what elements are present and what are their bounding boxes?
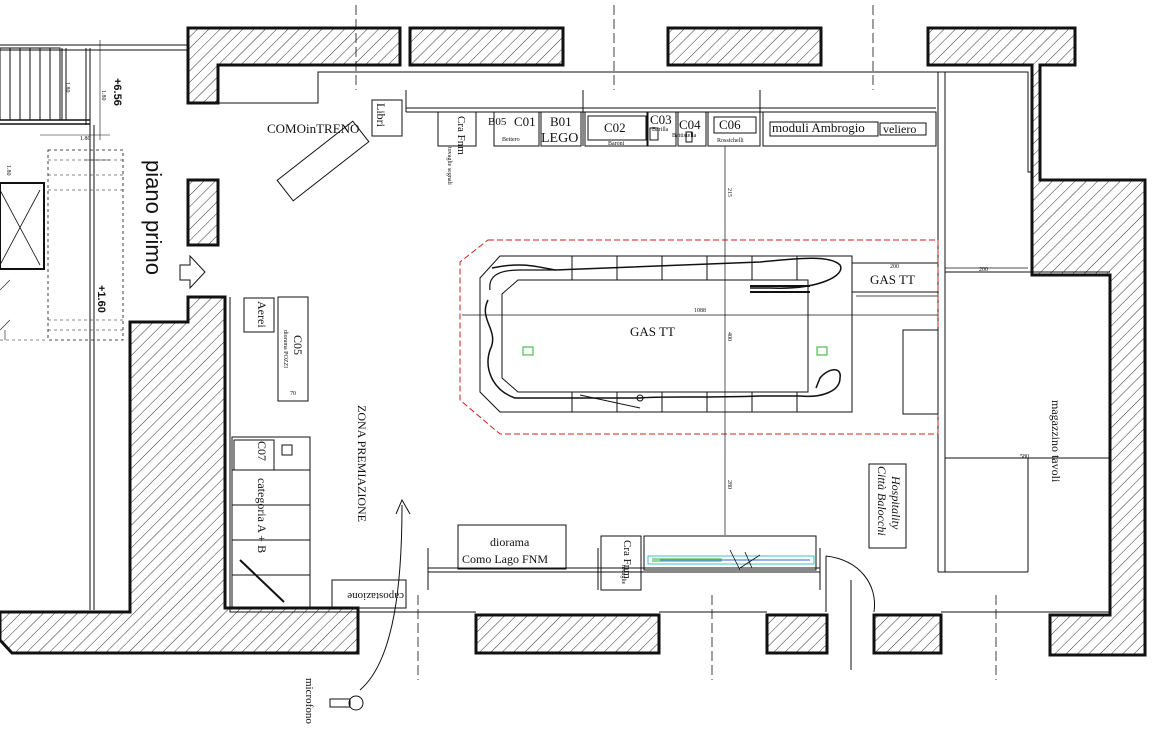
stand-b01-label: B01 xyxy=(550,114,572,129)
stand-c03-note: Barilla xyxy=(652,127,669,133)
stand-comointreno-table xyxy=(276,120,370,202)
stand-c07-label: C07 xyxy=(255,441,269,461)
stair-dim-c: 1.80 xyxy=(80,136,91,142)
dim-mag-top: 200 xyxy=(979,267,988,273)
hospitality-line1: Hospitality xyxy=(889,475,903,530)
marker-green-left xyxy=(522,346,534,356)
stand-cra-top-note: tovaglie segnali xyxy=(446,147,452,185)
magazzino-label: magazzino tavoli xyxy=(1049,400,1063,483)
dimension-lines xyxy=(462,146,1028,535)
stand-c06-note: Rossichelli xyxy=(717,138,744,144)
gas-tt-main-label: GAS TT xyxy=(630,324,675,339)
gas-tt-area-outline xyxy=(459,239,939,435)
stand-c03-label: C03 xyxy=(650,112,672,127)
stair-dim-a: 1.80 xyxy=(100,90,106,101)
stand-c06-label: C06 xyxy=(719,117,741,132)
stand-b05-note: Bettero xyxy=(502,137,520,143)
diorama-line1: diorama xyxy=(490,535,530,549)
zona-premiazione-label: ZONA PREMIAZIONE xyxy=(355,405,369,522)
stand-c02-label: C02 xyxy=(604,120,626,135)
stand-moduli-ambrogio-label: moduli Ambrogio xyxy=(772,120,865,135)
entrance-arrow-icon xyxy=(179,254,206,290)
stand-aerei-label: Aerei xyxy=(255,301,269,328)
arc-arrow-icon xyxy=(395,498,411,515)
gas-tt-layout xyxy=(479,255,939,415)
stand-cra-bottom-note: tovaglie xyxy=(620,565,626,585)
walls xyxy=(0,26,1147,657)
stand-veliero-label: veliero xyxy=(883,122,916,136)
stair-dim-b: 1.80 xyxy=(64,82,70,93)
microphone-icon xyxy=(329,695,364,711)
floor-title: piano primo xyxy=(141,160,166,275)
elevation-top-label: +6.56 xyxy=(111,78,123,106)
dim-layout-width: 1088 xyxy=(694,308,706,314)
stand-cra-top-label: Cra Fnm xyxy=(455,116,467,155)
dim-mag-mid: 580 xyxy=(1020,454,1029,460)
microfono-label: microfono xyxy=(303,678,315,724)
dim-vert-upper: 215 xyxy=(726,188,732,197)
stand-categoria-label: categoria A + B xyxy=(255,478,269,553)
elevation-side-label: +1.60 xyxy=(95,285,107,313)
stand-b05-label: B05 xyxy=(488,116,507,128)
staircase xyxy=(0,40,190,610)
diorama-line2: Como Lago FNM xyxy=(462,552,548,566)
dim-gas-side: 200 xyxy=(890,264,899,270)
stand-b01-sub: LEGO xyxy=(541,131,578,146)
gas-tt-side-label: GAS TT xyxy=(870,272,915,287)
stand-comointreno-label: COMOinTRENO xyxy=(267,121,359,136)
dim-vert-mid: 400 xyxy=(726,332,732,341)
room-outline xyxy=(218,71,1110,613)
stand-libri-label: Libri xyxy=(374,103,388,128)
stand-c02-note: Baroni xyxy=(608,141,625,147)
stand-c01-label: C01 xyxy=(514,114,536,129)
model-diorama xyxy=(647,549,815,571)
top-stands xyxy=(371,90,937,147)
stand-capostazione-label: capostazione xyxy=(347,590,404,602)
stair-dim-d: 1.80 xyxy=(5,165,11,176)
left-stands xyxy=(231,296,407,609)
dim-small-70: 70 xyxy=(290,391,296,397)
stand-c04-label: C04 xyxy=(679,117,701,132)
stand-c05-note: diorama POZZI xyxy=(282,330,288,368)
dim-vert-lower: 280 xyxy=(726,480,732,489)
axis-lines xyxy=(355,5,997,680)
stand-c05-label: C05 xyxy=(291,335,305,355)
stand-battistella-note: Battistella xyxy=(672,133,697,139)
zona-premiazione-arc xyxy=(359,504,403,691)
stand-cra-bottom-label: Cra Fnm xyxy=(621,540,633,579)
hospitality-line2: Città Balocchi xyxy=(875,466,889,536)
bottom-stands xyxy=(427,463,907,670)
marker-green-right xyxy=(816,346,828,356)
